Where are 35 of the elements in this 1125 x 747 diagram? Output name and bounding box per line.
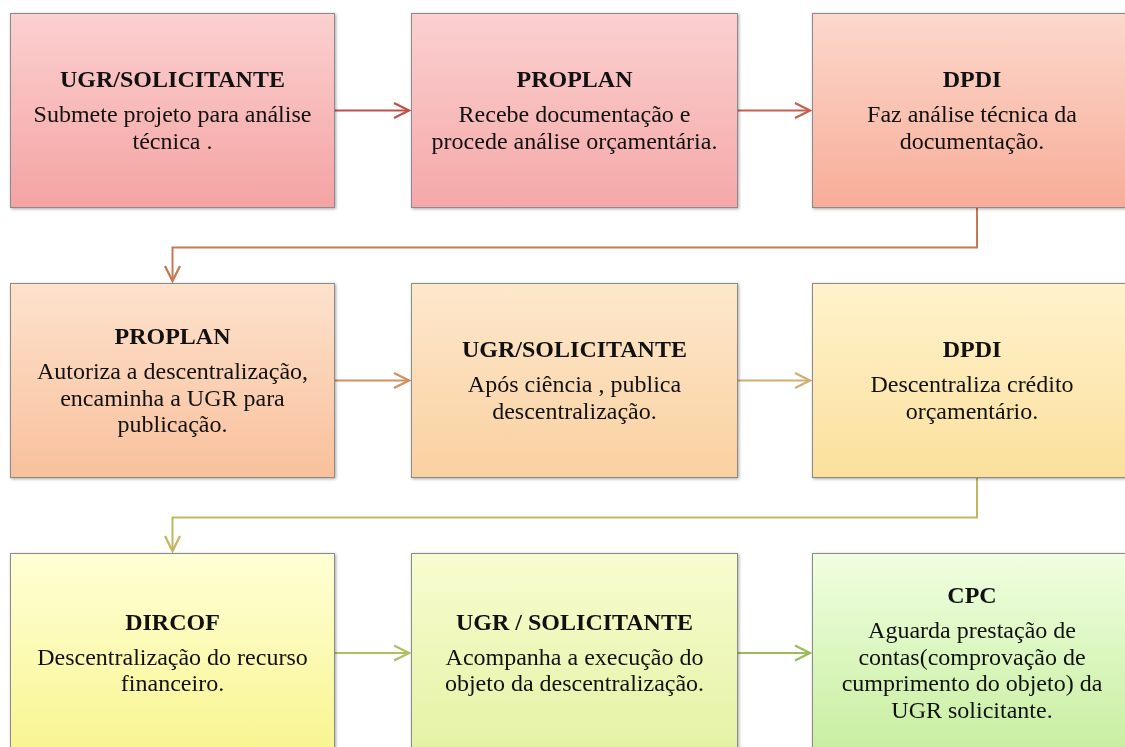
process-box — [10, 553, 335, 747]
box-description: Recebe documentação e procede análise orçamentária. — [430, 101, 719, 155]
box-heading: DPDI — [942, 336, 1002, 364]
box-description: Após ciência , publica descentralização. — [466, 371, 683, 425]
process-box — [10, 283, 335, 478]
box-heading: DPDI — [942, 66, 1002, 94]
box-heading: PROPLAN — [516, 66, 633, 94]
box-description: Descentralização do recurso financeiro. — [36, 643, 309, 698]
box-description: Aguarda prestação de contas(comprovação de cumprimento do objeto) da UGR solicitante. — [840, 616, 1104, 725]
arrow — [737, 644, 812, 662]
box-description: Submete projeto para análise técnica . — [32, 101, 313, 155]
process-box — [812, 553, 1125, 747]
arrow — [334, 371, 411, 390]
arrow — [163, 207, 978, 283]
box-heading: UGR/SOLICITANTE — [60, 66, 285, 94]
box-description: Descentraliza crédito orçamentário. — [869, 371, 1075, 425]
box-heading: UGR/SOLICITANTE — [462, 336, 687, 364]
box-description: Acompanha a execução do objeto da descentralização. — [443, 643, 706, 698]
box-heading: UGR / SOLICITANTE — [456, 608, 693, 636]
process-box — [411, 13, 738, 208]
arrow — [737, 371, 812, 390]
process-box — [411, 553, 738, 747]
box-description: Faz análise técnica da documentação. — [866, 101, 1078, 155]
arrow — [737, 101, 812, 120]
process-box — [812, 13, 1125, 208]
arrow — [334, 101, 411, 120]
box-heading: PROPLAN — [114, 322, 231, 350]
process-box — [812, 283, 1125, 478]
process-box — [10, 13, 335, 208]
arrow — [163, 477, 978, 553]
arrow — [334, 644, 411, 662]
box-heading: CPC — [947, 581, 997, 609]
process-box — [411, 283, 738, 478]
box-description: Autoriza a descentralização, encaminha a UGR para publicação. — [35, 357, 310, 439]
box-heading: DIRCOF — [125, 608, 220, 636]
